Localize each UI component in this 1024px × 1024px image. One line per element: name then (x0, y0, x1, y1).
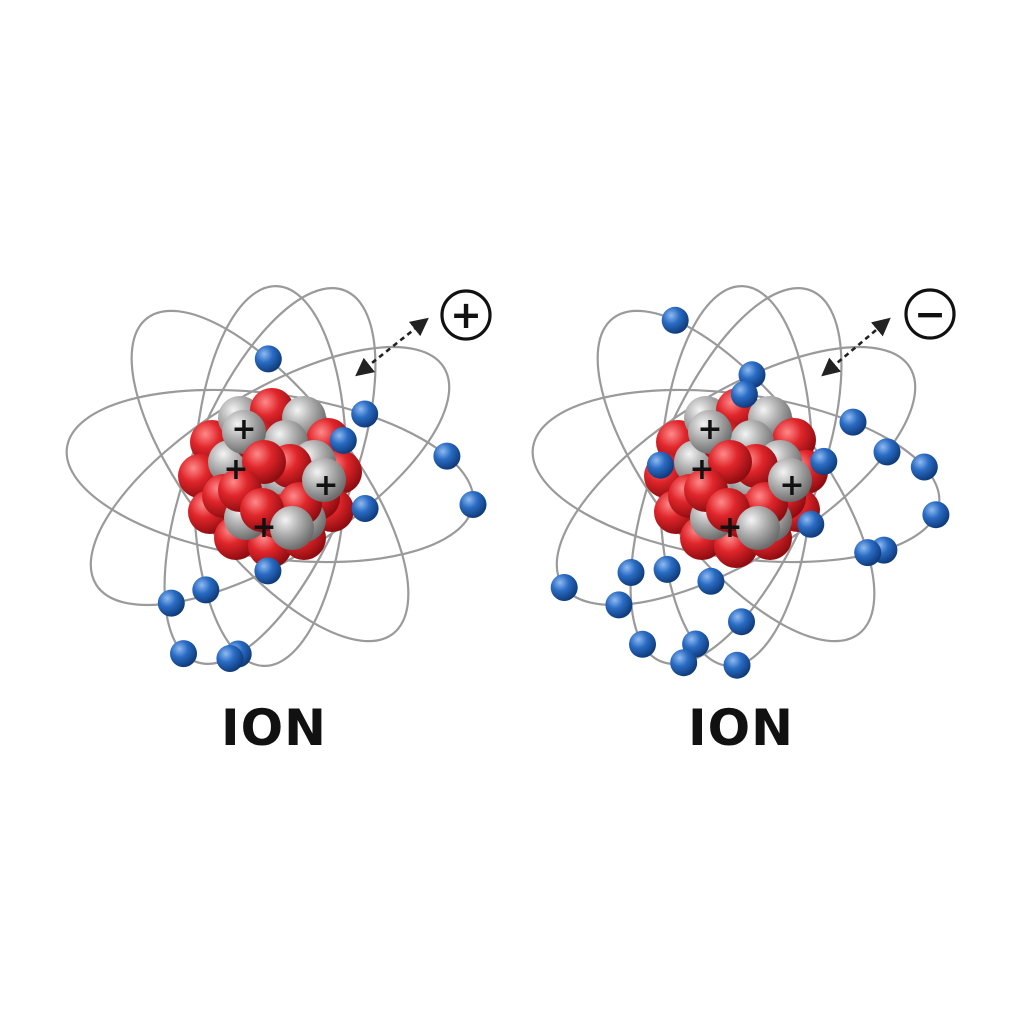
nucleus: ++++ (178, 388, 362, 568)
electron-sphere (351, 495, 379, 522)
proton-plus-icon: + (313, 468, 338, 503)
proton-plus-icon: + (251, 510, 276, 545)
charge-symbol-positive: + (450, 293, 482, 337)
electron-sphere (629, 630, 656, 658)
electron-sphere (730, 380, 758, 408)
atom-label-right: ION (688, 699, 794, 757)
neutron-sphere (270, 506, 314, 550)
electron-sphere (617, 559, 645, 586)
positive-charge-group: + (355, 289, 492, 377)
electron-sphere (723, 651, 751, 679)
proton-plus-icon: + (779, 468, 804, 503)
circled-charge-icon: + (440, 289, 492, 341)
electron-sphere (646, 451, 674, 479)
proton-plus-icon: + (697, 412, 722, 447)
circled-charge-icon: − (904, 288, 956, 340)
atom-negative-ion: ++++ (531, 284, 950, 679)
proton-plus-icon: + (223, 452, 248, 487)
electron-sphere (854, 539, 882, 567)
electron-sphere (192, 576, 220, 604)
electron-sphere (216, 645, 244, 672)
electron-sphere (550, 574, 578, 601)
electron-sphere (170, 640, 197, 668)
electron-sphere (697, 567, 725, 595)
electron-sphere (661, 306, 689, 334)
negative-charge-group: − (821, 288, 956, 377)
electron-sphere (605, 591, 633, 619)
double-headed-dashed-arrow-icon (355, 317, 429, 377)
electron-sphere (728, 608, 755, 636)
atom-label-left: ION (221, 699, 327, 757)
electron-sphere (254, 345, 282, 373)
electron-sphere (254, 557, 282, 585)
electron-sphere (839, 408, 867, 436)
electron-group (550, 306, 950, 679)
neutron-sphere (768, 458, 812, 502)
neutron-sphere (302, 458, 346, 502)
electron-sphere (653, 555, 681, 583)
electron-sphere (873, 438, 901, 466)
electron-sphere (459, 491, 487, 518)
neutron-sphere (736, 506, 780, 550)
electron-sphere (797, 510, 825, 538)
electron-sphere (910, 453, 938, 481)
electron-sphere (922, 501, 950, 529)
electron-sphere (157, 589, 185, 617)
proton-plus-icon: + (231, 412, 256, 447)
double-headed-dashed-arrow-icon (821, 317, 891, 377)
electron-sphere (329, 426, 357, 454)
electron-sphere (810, 447, 838, 475)
atom-positive-ion: ++++ (65, 284, 487, 672)
nucleus: ++++ (644, 388, 828, 568)
charge-symbol-negative: − (914, 292, 946, 336)
electron-sphere (351, 400, 379, 428)
electron-sphere (433, 442, 461, 470)
electron-sphere (670, 649, 698, 677)
proton-plus-icon: + (689, 452, 714, 487)
electron-group (157, 345, 487, 672)
proton-plus-icon: + (717, 510, 742, 545)
